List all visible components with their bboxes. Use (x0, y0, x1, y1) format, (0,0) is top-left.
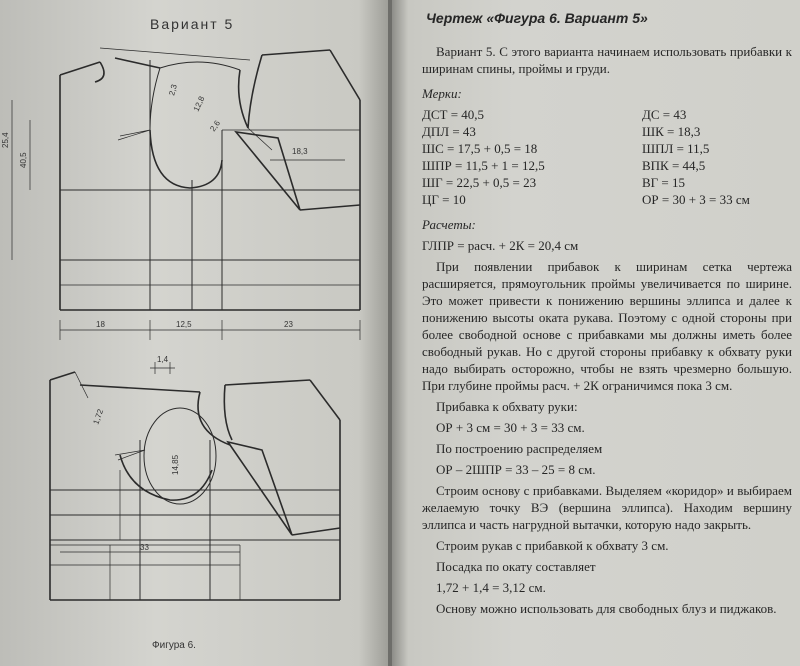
bottom-draft: 1,4 33 1,72 14,85 (49, 355, 341, 601)
dim-b: 12,8 (192, 94, 207, 112)
dim-width-1: 18 (96, 320, 105, 329)
dim-bottom-e: 14,85 (171, 454, 180, 475)
measure-right: ДС = 43 (642, 107, 687, 122)
dim-inner: 40,5 (19, 152, 28, 168)
measure-left: ДСТ = 40,5 (422, 107, 485, 122)
measure-left: ШПР = 11,5 + 1 = 12,5 (422, 158, 545, 173)
dim-bottom-w2: 33 (140, 543, 149, 552)
dim-dart: 18,3 (292, 147, 308, 156)
dim-bottom-a: 1,72 (91, 407, 105, 425)
sleeve-line: Строим рукав с прибавкой к обхвату 3 см. (436, 538, 669, 553)
variant-header: Вариант 5 (150, 16, 235, 32)
right-page: Чертеж «Фигура 6. Вариант 5» Вариант 5. … (392, 0, 800, 666)
right-page-content: Чертеж «Фигура 6. Вариант 5» Вариант 5. … (422, 10, 792, 617)
ease-label: Посадка по окату составляет (436, 559, 596, 574)
paragraph-allowances: При появлении прибавок к ширинам сетка ч… (422, 259, 792, 393)
measures-grid: ДСТ = 40,5 ДС = 43 ДПЛ = 43 ШК = 18,3 ШС… (422, 106, 792, 208)
equation-1: ОР + 3 см = 30 + 3 = 33 см. (436, 420, 585, 435)
dim-a: 2,3 (167, 83, 179, 97)
measure-left: ШС = 17,5 + 0,5 = 18 (422, 141, 538, 156)
left-page: Вариант 5 (0, 0, 390, 666)
top-draft: 25,4 40,5 18,3 2,3 12,8 2,6 18 12,5 23 (1, 47, 361, 340)
measure-right: ШК = 18,3 (642, 124, 701, 139)
calc-line: ГЛПР = расч. + 2К = 20,4 см (422, 238, 579, 253)
pattern-draft-figure: 25,4 40,5 18,3 2,3 12,8 2,6 18 12,5 23 (1, 47, 361, 601)
equation-3: 1,72 + 1,4 = 3,12 см. (436, 580, 546, 595)
book-spine (388, 0, 394, 666)
arm-allowance-label: Прибавка к обхвату руки: (436, 399, 578, 414)
dim-c: 2,6 (208, 118, 222, 133)
measure-left: ШГ = 22,5 + 0,5 = 23 (422, 175, 537, 190)
equation-2: ОР – 2ШПР = 33 – 25 = 8 см. (436, 462, 596, 477)
measure-left: ЦГ = 10 (422, 192, 466, 207)
distribution-label: По построению распределяем (436, 441, 603, 456)
paragraph-construction: Строим основу с прибавками. Выделяем «ко… (422, 483, 792, 532)
measure-right: ВГ = 15 (642, 175, 686, 190)
dim-bottom-w1: 1,4 (157, 355, 169, 364)
dim-side: 25,4 (1, 132, 10, 148)
calc-label: Расчеты: (422, 217, 476, 232)
measure-right: ОР = 30 + 3 = 33 см (642, 192, 750, 207)
measure-left: ДПЛ = 43 (422, 124, 476, 139)
paragraph-usage: Основу можно использовать для свободных … (436, 601, 777, 616)
measure-right: ШПЛ = 11,5 (642, 141, 710, 156)
intro-paragraph: Вариант 5. С этого варианта начинаем исп… (422, 44, 792, 76)
measure-right: ВПК = 44,5 (642, 158, 706, 173)
dim-width-3: 23 (284, 320, 293, 329)
drawing-title: Чертеж «Фигура 6. Вариант 5» (426, 10, 648, 26)
figure-caption: Фигура 6. (152, 640, 196, 651)
dim-width-2: 12,5 (176, 320, 192, 329)
measures-label: Мерки: (422, 86, 462, 101)
